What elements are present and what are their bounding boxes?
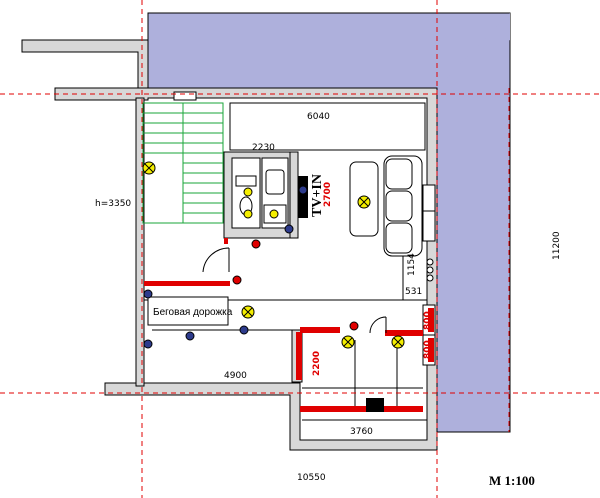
lamp-icon bbox=[241, 305, 255, 319]
socket-icon bbox=[426, 258, 434, 266]
dim-bathroom: 2230 bbox=[252, 143, 275, 153]
top-room bbox=[229, 102, 426, 151]
socket-icon bbox=[298, 185, 308, 195]
dim-tv-offset: 2700 bbox=[323, 182, 333, 207]
red-rails bbox=[144, 238, 434, 412]
dim-bottom-room-depth: 2200 bbox=[312, 351, 322, 376]
tv-unit bbox=[298, 176, 308, 218]
doors bbox=[202, 247, 387, 334]
lamp-icon bbox=[341, 335, 355, 349]
socket-icon bbox=[239, 325, 249, 335]
treadmill-label: Беговая дорожка bbox=[153, 307, 233, 318]
dim-total-width: 10550 bbox=[297, 473, 326, 483]
lamp-icon bbox=[243, 209, 253, 219]
treadmill-box bbox=[147, 296, 229, 326]
dim-ceiling-height: h=3350 bbox=[95, 199, 131, 209]
dim-bottom-room: 3760 bbox=[350, 427, 373, 437]
dim-top-room: 6040 bbox=[307, 112, 330, 122]
socket-icon bbox=[284, 224, 294, 234]
socket-icon bbox=[426, 266, 434, 274]
lamp-icon bbox=[357, 195, 371, 209]
socket-icon bbox=[251, 239, 261, 249]
roof-diagonal-edge bbox=[437, 13, 510, 110]
lamp-icon bbox=[269, 209, 279, 219]
socket-icon bbox=[232, 275, 242, 285]
socket-icon bbox=[143, 339, 153, 349]
left-wall bbox=[135, 97, 145, 387]
socket-icon bbox=[426, 274, 434, 282]
lamp-icon bbox=[142, 161, 156, 175]
window bbox=[173, 91, 197, 101]
sofa bbox=[383, 155, 423, 257]
sockets bbox=[143, 185, 434, 349]
lamp-icon bbox=[391, 335, 405, 349]
lamp-icon bbox=[243, 187, 253, 197]
tv-label: TV+IN bbox=[310, 174, 325, 217]
stairs bbox=[142, 102, 224, 224]
dim-sofa-gap-b: 531 bbox=[405, 287, 422, 297]
bathroom bbox=[223, 151, 293, 239]
fireplace bbox=[366, 398, 384, 412]
dim-sofa-gap-a: 1154 bbox=[407, 253, 417, 276]
dim-door-upper: 800 bbox=[423, 311, 433, 330]
socket-icon bbox=[349, 321, 359, 331]
outer-wall bbox=[54, 87, 438, 451]
dim-lower-hall: 4900 bbox=[224, 371, 247, 381]
dim-door-lower: 800 bbox=[423, 340, 433, 359]
socket-icon bbox=[143, 289, 153, 299]
dim-total-height: 11200 bbox=[552, 231, 562, 260]
lower-room-lines bbox=[302, 340, 427, 421]
lamps bbox=[142, 161, 405, 349]
socket-icon bbox=[185, 331, 195, 341]
scale-label: M 1:100 bbox=[489, 473, 535, 488]
